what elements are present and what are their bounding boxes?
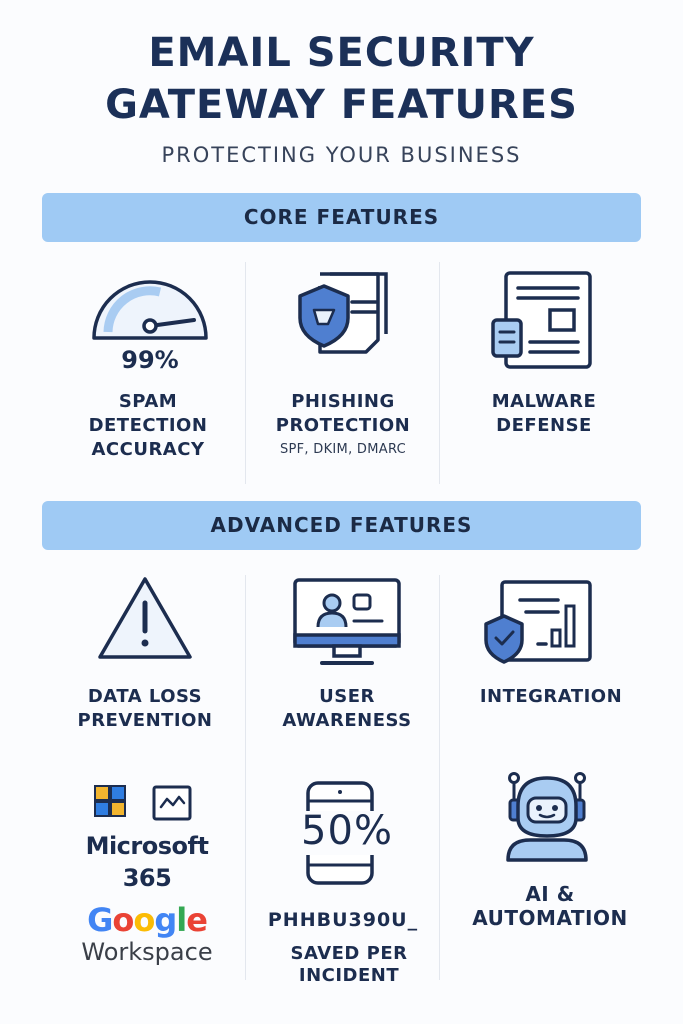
phishing-label-1: PHISHING — [291, 391, 395, 412]
spam-label-1: SPAM — [118, 391, 178, 412]
workspace-label: Workspace — [81, 938, 213, 966]
dlp-label-1: DATA LOSS — [87, 686, 203, 707]
integration-label: INTEGRATION — [479, 686, 623, 707]
microsoft-365-label: 365 — [122, 864, 172, 892]
phone-icon — [300, 781, 380, 885]
page-title-line-2: GATEWAY FEATURES — [105, 82, 578, 128]
advanced-divider-2 — [439, 575, 440, 980]
malware-document-icon — [491, 271, 592, 369]
page-title-line-1: EMAIL SECURITY — [148, 30, 535, 76]
shield-document-icon — [298, 272, 388, 354]
warning-icon — [98, 577, 192, 659]
microsoft-logo-icon — [94, 785, 126, 817]
malware-label-2: DEFENSE — [496, 415, 592, 436]
saved-label-1: SAVED PER — [290, 943, 408, 964]
spam-label-3: ACCURACY — [91, 439, 205, 460]
ai-label-1: AI & — [525, 882, 575, 906]
awareness-label-1: USER — [319, 686, 375, 707]
phishing-protocols: SPF, DKIM, DMARC — [279, 442, 407, 457]
spam-label-2: DETECTION — [88, 415, 208, 436]
phishing-label-2: PROTECTION — [275, 415, 411, 436]
awareness-label-2: AWARENESS — [282, 710, 412, 731]
saved-percentage: 50% — [301, 808, 393, 854]
integration-chart-icon — [484, 580, 592, 664]
chart-window-icon — [152, 785, 192, 821]
core-features-banner: CORE FEATURES — [42, 193, 641, 242]
gauge-icon — [92, 280, 208, 340]
saved-label-2: INCIDENT — [298, 965, 400, 986]
monitor-user-icon — [293, 578, 401, 665]
advanced-divider-1 — [245, 575, 246, 980]
spam-accuracy-value: 99% — [121, 346, 179, 374]
robot-icon — [506, 772, 588, 862]
saved-code-text: PHHBU390U_ — [267, 909, 419, 931]
core-divider-2 — [439, 262, 440, 484]
google-label: Google — [87, 901, 208, 939]
ai-label-2: AUTOMATION — [472, 906, 628, 930]
malware-label-1: MALWARE — [491, 391, 597, 412]
dlp-label-2: PREVENTION — [77, 710, 213, 731]
google-logo-text: Google — [49, 902, 245, 938]
core-divider-1 — [245, 262, 246, 484]
advanced-features-banner: ADVANCED FEATURES — [42, 501, 641, 550]
page-subtitle: PROTECTING YOUR BUSINESS — [161, 143, 522, 167]
microsoft-label: Microsoft — [85, 832, 209, 860]
